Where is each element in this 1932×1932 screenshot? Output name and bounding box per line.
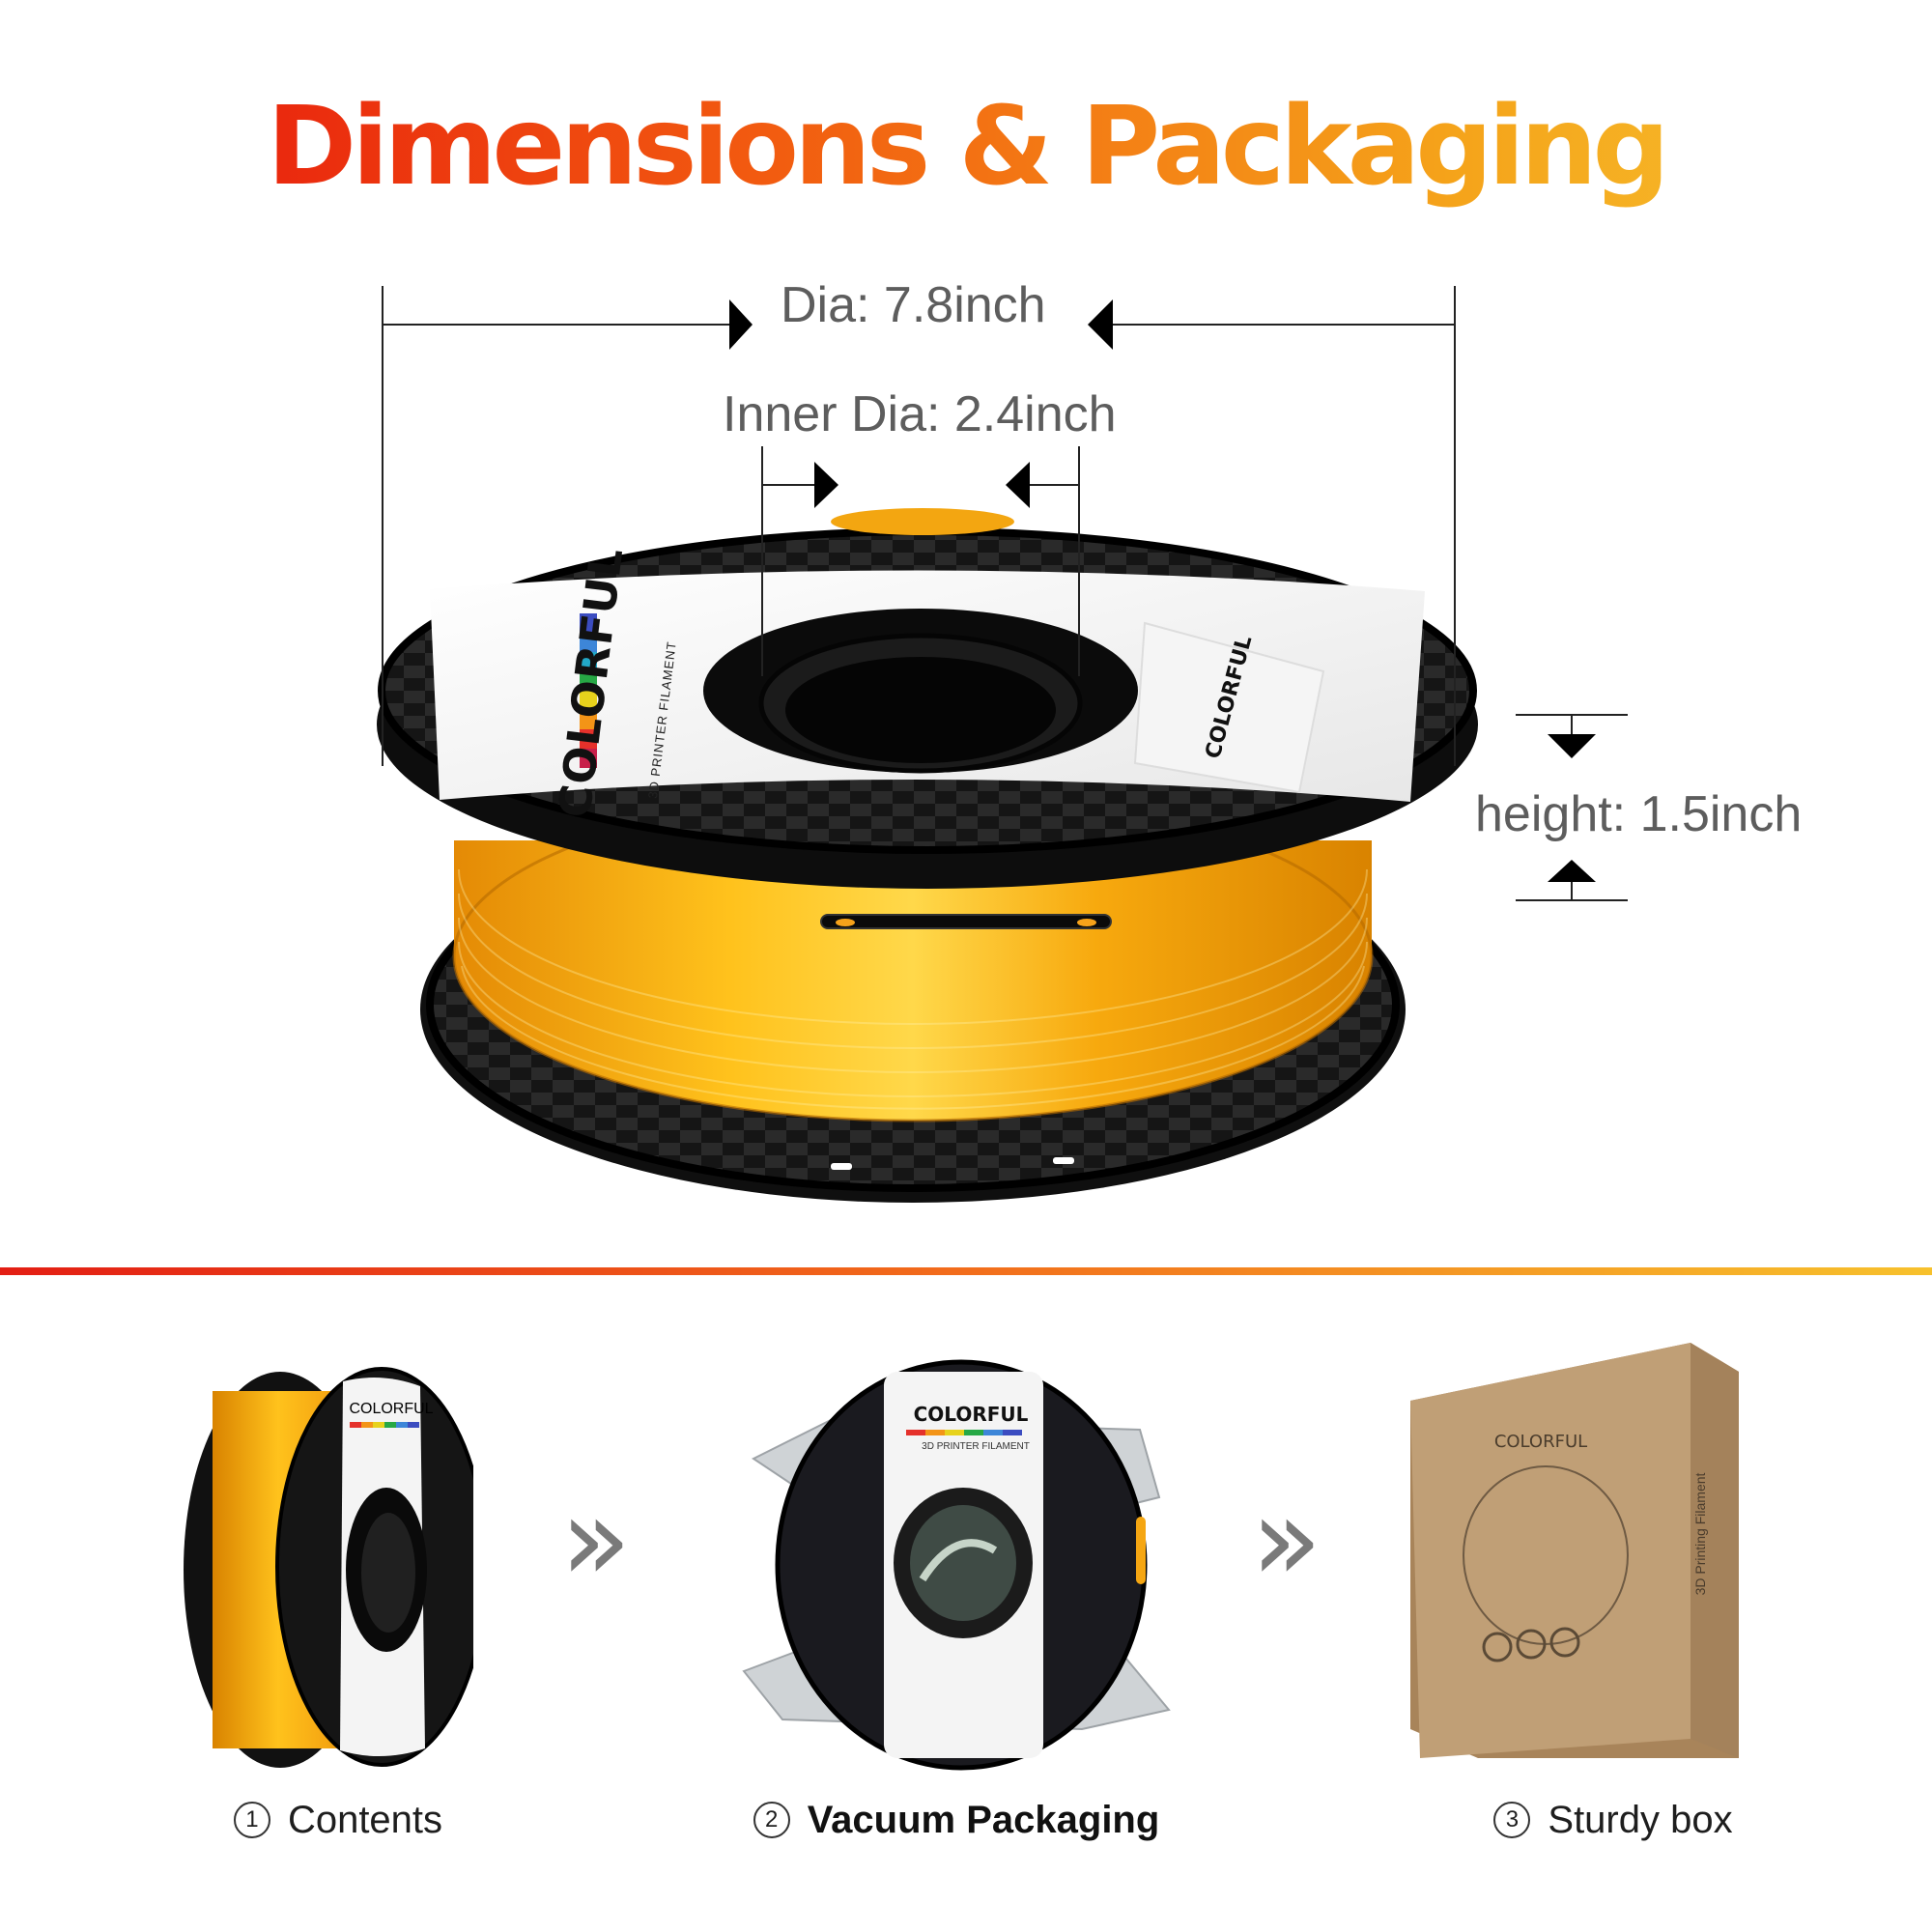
step-label: Vacuum Packaging [807,1798,1160,1841]
sturdy-box-image [1410,1343,1739,1758]
step-label: Sturdy box [1548,1798,1733,1841]
step-caption-vacuum-packaging: 2 Vacuum Packaging [744,1797,1169,1842]
page-title: Dimensions & Packaging [0,85,1932,210]
box-side-text: 3D Printing Filament [1692,1472,1708,1596]
step-number-badge: 3 [1493,1802,1531,1839]
spool-top-flange [377,527,1478,929]
step-number-badge: 1 [233,1802,270,1839]
step-label: Contents [287,1798,443,1841]
vacuum-pack-image [742,1359,1171,1771]
rainbow-strip [580,613,597,768]
main-spool-illustration [377,286,1628,1203]
contents-spool-image [184,1367,473,1768]
vacuum-pack-tagline: 3D PRINTER FILAMENT [922,1441,1030,1452]
step-caption-sturdy-box: 3 Sturdy box [1468,1797,1758,1842]
chevron-right-icon: » [1251,1473,1322,1607]
diameter-label: Dia: 7.8inch [781,277,1046,333]
box-brand: COLORFUL [1493,1432,1588,1452]
vacuum-pack-brand: COLORFUL [913,1403,1029,1426]
step-number-badge: 2 [753,1802,790,1839]
height-dimension [1516,714,1628,901]
section-divider [0,1267,1932,1275]
chevron-right-icon: » [560,1473,632,1607]
contents-spool-brand: COLORFUL [349,1401,434,1417]
diameter-dimension [382,286,1456,766]
height-label: height: 1.5inch [1475,786,1803,842]
step-caption-contents: 1 Contents [193,1797,483,1842]
filament-top-rim [831,508,1014,535]
inner-diameter-label: Inner Dia: 2.4inch [723,386,1117,442]
inner-diameter-dimension [761,446,1080,676]
